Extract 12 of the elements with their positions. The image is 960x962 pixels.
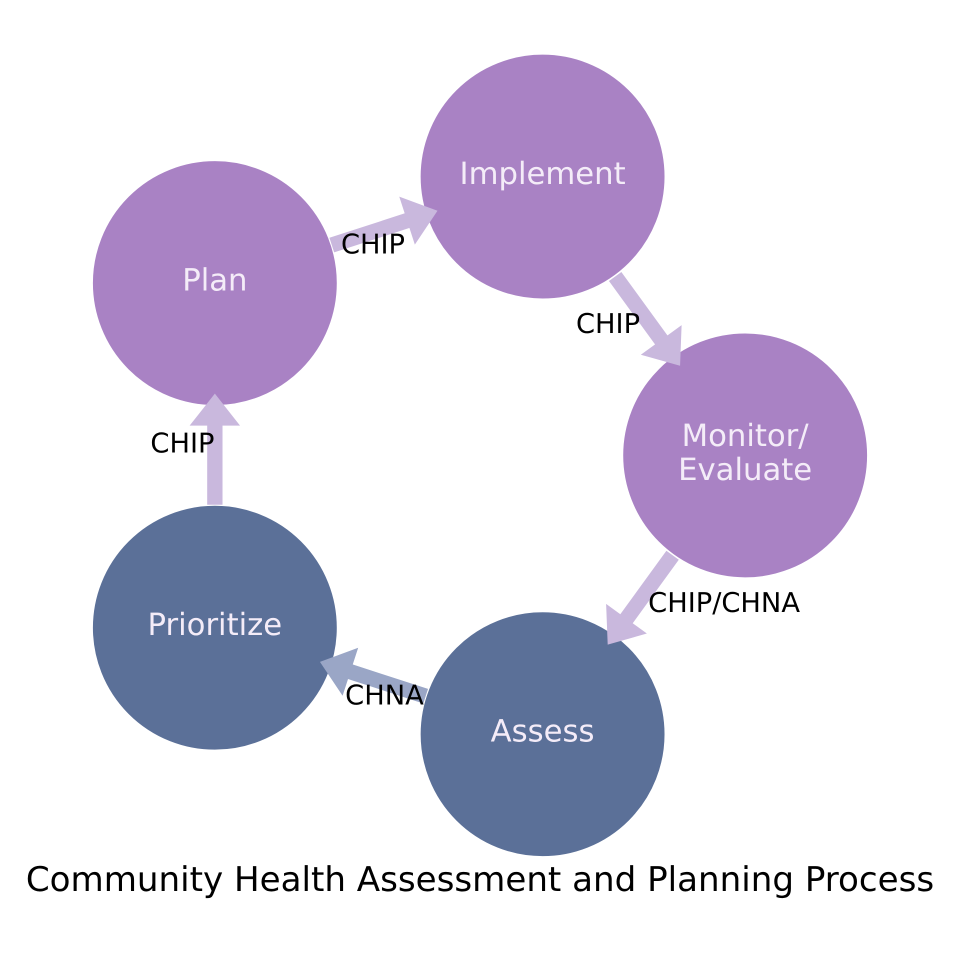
edge-label: CHIP	[150, 428, 214, 460]
diagram-title: Community Health Assessment and Planning Process	[26, 860, 934, 900]
node-circle: Implement	[418, 52, 666, 300]
node-circle: Plan	[91, 159, 338, 407]
arrow	[190, 394, 240, 505]
arrow	[320, 648, 428, 704]
node-circle: Prioritize	[91, 504, 338, 752]
node-circle: Monitor/ Evaluate	[622, 332, 869, 580]
arrow	[329, 196, 438, 252]
edge-label: CHIP	[340, 230, 405, 261]
arrow	[606, 550, 679, 645]
arrow	[608, 272, 682, 366]
